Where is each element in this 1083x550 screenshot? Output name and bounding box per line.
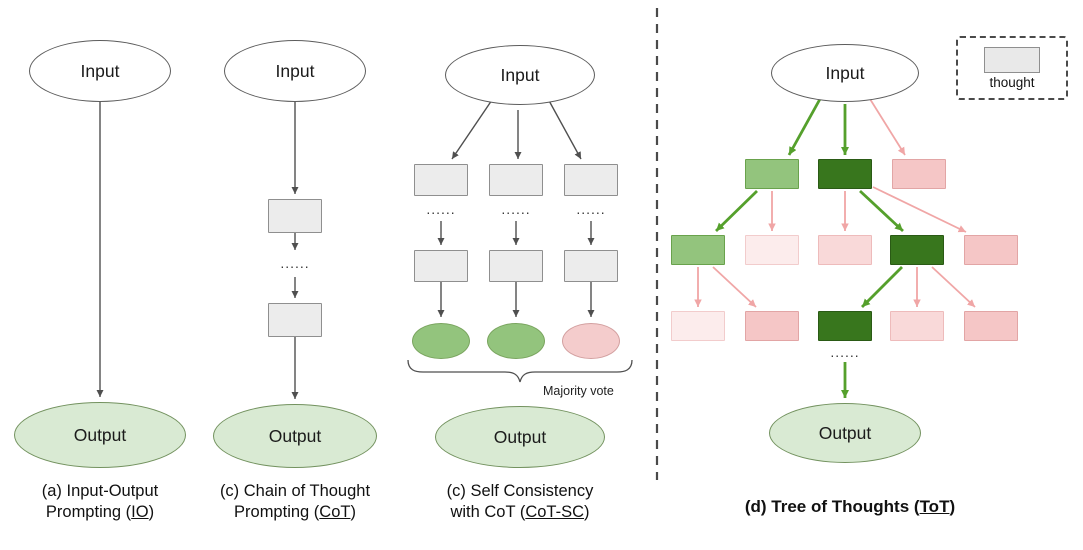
result-ellipse-green [487,323,545,359]
output-ellipse: Output [769,403,921,463]
output-label: Output [493,426,547,447]
tot-green-arrows [715,98,904,398]
dots: ...... [830,344,860,360]
arrow [787,98,822,156]
thought-box [489,250,543,282]
caption-line: Prompting (CoT) [234,503,356,521]
thought-box [268,303,322,337]
thought-box [268,199,322,233]
thought-box-light-pink [890,311,944,341]
dots: ...... [280,255,310,271]
arrow [451,96,495,160]
cotsc-arrows [437,96,595,317]
arrow [931,266,976,308]
output-label: Output [818,422,872,443]
legend-label: thought [989,75,1035,90]
tot-pink-arrows [694,98,976,308]
thought-box-light-pink [818,235,872,265]
thought-box [414,164,468,196]
thought-box [414,250,468,282]
input-label: Input [80,60,120,81]
input-ellipse: Input [29,40,171,102]
caption-line: Prompting (IO) [45,503,155,521]
arrow [872,186,967,233]
thought-box-dark-green [890,235,944,265]
thought-box-pale-pink [745,235,799,265]
thought-box-pink [892,159,946,189]
input-ellipse: Input [771,44,919,102]
thought-box [564,164,618,196]
caption-line: (a) Input-Output [41,482,159,500]
caption-line: with CoT (CoT-SC) [450,503,590,521]
input-label: Input [275,60,315,81]
legend-thought-box [984,47,1040,73]
output-label: Output [73,424,127,445]
caption-line: (c) Chain of Thought [219,482,371,500]
thought-box-dark-green [818,311,872,341]
dots: ...... [426,201,456,217]
input-ellipse: Input [445,45,595,105]
output-ellipse: Output [213,404,377,468]
majority-vote-label: Majority vote [543,384,614,398]
input-label: Input [500,64,540,85]
thought-box-green [671,235,725,265]
caption-io: (a) Input-Output Prompting (IO) [5,481,195,523]
dots: ...... [576,201,606,217]
thought-box-pink [964,311,1018,341]
output-ellipse: Output [435,406,605,468]
thought-box [489,164,543,196]
arrow [859,189,904,233]
thought-box-green [745,159,799,189]
thought-box-pink [964,235,1018,265]
thought-box-pale-pink [671,311,725,341]
majority-vote-brace [407,359,633,383]
arrow [869,98,906,156]
caption-cot: (c) Chain of Thought Prompting (CoT) [195,481,395,523]
output-ellipse: Output [14,402,186,468]
input-ellipse: Input [224,40,366,102]
result-ellipse-green [412,323,470,359]
thought-box-pink [745,311,799,341]
result-ellipse-pink [562,323,620,359]
arrow [712,266,757,308]
input-label: Input [825,62,865,83]
thought-box [564,250,618,282]
caption-line: (c) Self Consistency [446,482,594,500]
arrow [546,96,582,160]
arrow [861,266,903,308]
arrow [715,189,758,233]
output-label: Output [268,425,322,446]
dots: ...... [501,201,531,217]
caption-tot: (d) Tree of Thoughts (ToT) [744,497,956,516]
caption-cotsc: (c) Self Consistency with CoT (CoT-SC) [405,481,635,523]
thought-box-dark-green [818,159,872,189]
legend: thought [956,36,1068,100]
